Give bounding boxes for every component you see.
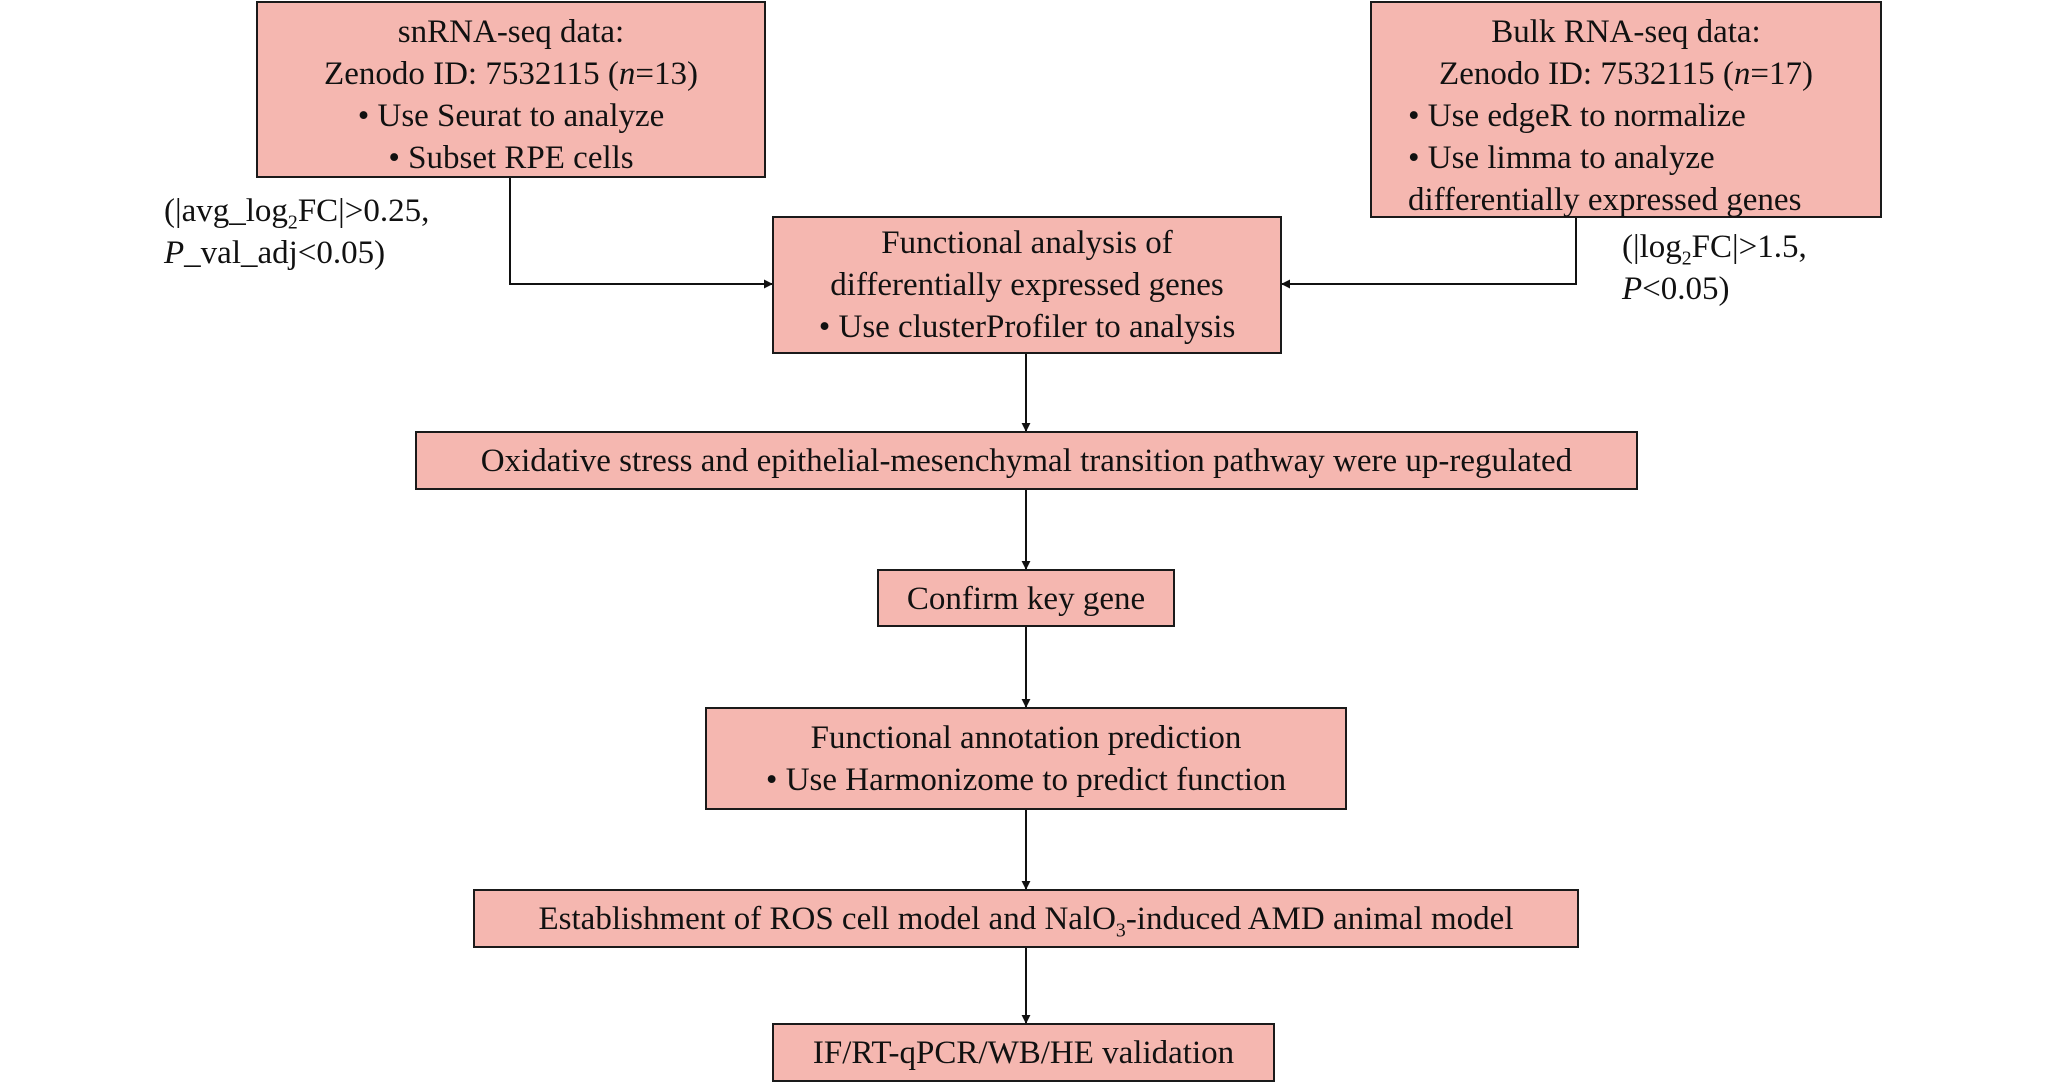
validation-text: IF/RT-qPCR/WB/HE validation [812, 1035, 1235, 1071]
functional-line2: differentially expressed genes [830, 267, 1224, 303]
pathway-box: Oxidative stress and epithelial-mesenchy… [415, 431, 1638, 490]
arrow-bulk-to-functional [1281, 218, 1577, 289]
annotation-line1: Functional annotation prediction [810, 720, 1242, 756]
snrna-zenodo: Zenodo ID: 7532115 (n=13) [324, 56, 698, 92]
validation-box: IF/RT-qPCR/WB/HE validation [772, 1023, 1275, 1082]
bulk-zenodo: Zenodo ID: 7532115 (n=17) [1439, 56, 1813, 92]
bulk-title: Bulk RNA-seq data: [1491, 14, 1761, 50]
model-text: Establishment of ROS cell model and NalO… [538, 901, 1514, 942]
arrow-snrna-to-functional [509, 178, 773, 289]
confirm-key-gene-box: Confirm key gene [877, 569, 1175, 627]
model-establishment-box: Establishment of ROS cell model and NalO… [473, 889, 1579, 948]
bulk-rnaseq-box: Bulk RNA-seq data: Zenodo ID: 7532115 (n… [1370, 1, 1882, 218]
snrna-bullet-seurat: • Use Seurat to analyze [357, 98, 665, 134]
functional-line1: Functional analysis of [881, 225, 1173, 261]
snrna-seq-box: snRNA-seq data: Zenodo ID: 7532115 (n=13… [256, 1, 766, 178]
bulk-threshold-label: (|log2FC|>1.5, P<0.05) [1622, 229, 1807, 307]
bulk-bullet-limma-cont: differentially expressed genes [1408, 182, 1802, 218]
functional-analysis-box: Functional analysis of differentially ex… [772, 216, 1282, 354]
bulk-bullet-edger: • Use edgeR to normalize [1408, 98, 1746, 134]
bulk-bullet-limma: • Use limma to analyze [1408, 140, 1715, 176]
functional-bullet: • Use clusterProfiler to analysis [818, 309, 1236, 345]
pathway-text: Oxidative stress and epithelial-mesenchy… [480, 443, 1573, 479]
snrna-bullet-rpe: • Subset RPE cells [388, 140, 634, 176]
snrna-title: snRNA-seq data: [397, 14, 625, 50]
snrna-threshold-label: (|avg_log2FC|>0.25, P_val_adj<0.05) [164, 193, 430, 271]
annotation-bullet: • Use Harmonizome to predict function [765, 762, 1287, 798]
annotation-prediction-box: Functional annotation prediction • Use H… [705, 707, 1347, 810]
confirm-text: Confirm key gene [906, 581, 1146, 617]
